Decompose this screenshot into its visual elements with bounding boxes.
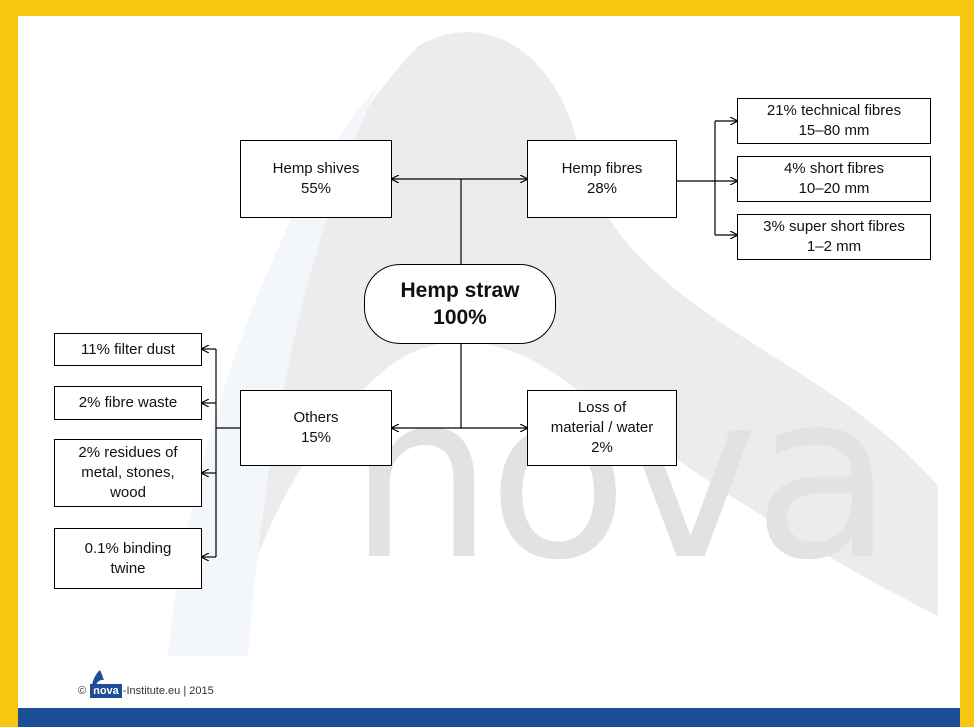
bottom-bar (18, 708, 960, 727)
other-item-box: 0.1% binding twine (54, 528, 202, 589)
hemp-straw-percent: 100% (433, 306, 487, 329)
other-item-box: 2% fibre waste (54, 386, 202, 420)
other-item-text: wood (110, 484, 146, 501)
loss-label-2: material / water (550, 419, 654, 436)
fibre-type-name: 4% short fibres (783, 160, 885, 177)
others-box: Others 15% (240, 390, 392, 466)
fibre-type-length: 15–80 mm (798, 122, 870, 139)
hemp-fibres-percent: 28% (586, 180, 618, 197)
other-item-text: metal, stones, (81, 464, 175, 481)
other-item-text: 2% residues of (78, 444, 178, 461)
fibre-type-length: 10–20 mm (798, 180, 870, 197)
hemp-straw-box: Hemp straw 100% (364, 264, 556, 344)
loss-label-1: Loss of (577, 399, 627, 416)
hemp-shives-percent: 55% (300, 180, 332, 197)
other-item-box: 2% residues of metal, stones, wood (54, 439, 202, 507)
others-percent: 15% (300, 429, 332, 446)
fibre-type-box: 4% short fibres 10–20 mm (737, 156, 931, 202)
other-item-box: 11% filter dust (54, 333, 202, 366)
other-item-text: 11% filter dust (81, 340, 175, 358)
watermark-letters: nova (348, 344, 888, 611)
hemp-straw-label: Hemp straw (400, 279, 520, 302)
fibre-type-length: 1–2 mm (806, 238, 862, 255)
fibre-type-box: 3% super short fibres 1–2 mm (737, 214, 931, 260)
hemp-fibres-label: Hemp fibres (561, 160, 643, 177)
other-item-text: 0.1% binding (84, 539, 172, 557)
watermark-swoosh-light (168, 86, 378, 656)
other-item-text: 2% fibre waste (78, 394, 178, 411)
nova-logo-text: nova (90, 684, 122, 698)
fibre-type-box: 21% technical fibres 15–80 mm (737, 98, 931, 144)
other-item-text: twine (110, 559, 146, 577)
fibre-type-name: 21% technical fibres (766, 102, 902, 119)
footer-credit: © nova -Institute.eu | 2015 (78, 670, 214, 698)
footer-text: -Institute.eu | 2015 (122, 685, 214, 697)
diagram-canvas: nova (18, 16, 960, 708)
others-label: Others (293, 409, 339, 426)
connector-lines (18, 16, 960, 708)
fibre-type-name: 3% super short fibres (763, 218, 905, 235)
copyright-symbol: © (78, 685, 87, 697)
hemp-shives-box: Hemp shives 55% (240, 140, 392, 218)
hemp-shives-label: Hemp shives (272, 160, 360, 177)
nova-logo-icon (91, 670, 105, 690)
nova-logo: nova (90, 670, 123, 698)
loss-percent: 2% (591, 439, 613, 456)
hemp-fibres-box: Hemp fibres 28% (527, 140, 677, 218)
loss-box: Loss of material / water 2% (527, 390, 677, 466)
